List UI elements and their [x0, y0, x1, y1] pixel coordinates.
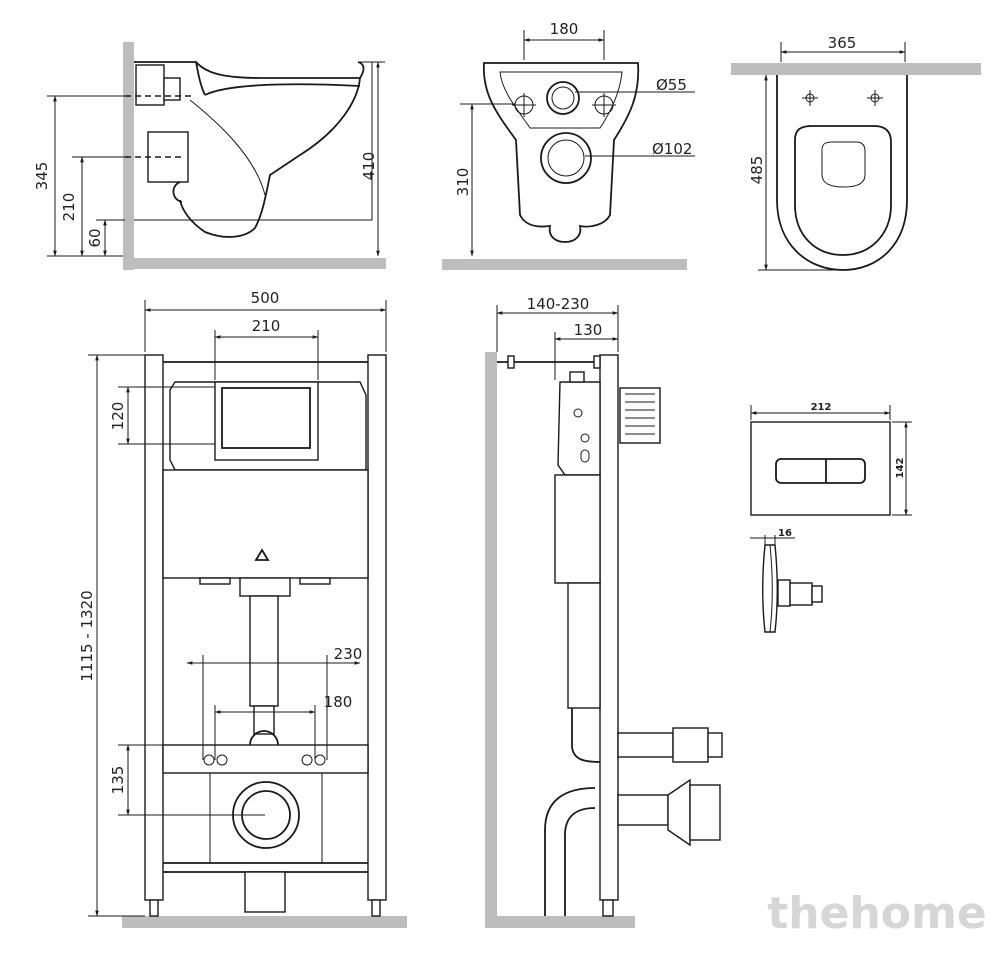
- drain-bend-outer: [544, 787, 596, 916]
- bowl-inner: [189, 99, 266, 196]
- flush-plate-view: 212 142 16: [750, 402, 912, 633]
- dim-365: 365: [828, 34, 857, 52]
- wall-hatch: [123, 42, 134, 270]
- mount-hole-left: [512, 93, 536, 117]
- bowl-top-view: 365 485: [731, 34, 981, 271]
- dim-120: 120: [109, 402, 127, 431]
- dim-500: 500: [251, 289, 280, 307]
- flush-opening: [214, 381, 319, 461]
- inlet-nozzle: [163, 77, 181, 101]
- pipe-bend: [571, 708, 601, 763]
- dim-130: 130: [574, 321, 603, 339]
- side-flush-pipe: [567, 582, 601, 709]
- bowl-top-opening: [821, 141, 866, 188]
- bowl-rear-view: 180 Ø55 Ø102 310: [442, 20, 695, 270]
- stud-3: [301, 754, 313, 766]
- flush-pipe: [249, 595, 279, 707]
- dim-1115-1320: 1115 - 1320: [78, 590, 96, 681]
- dim-310: 310: [454, 168, 472, 197]
- flush-buttons: [775, 458, 866, 484]
- drain-curve: [172, 181, 183, 203]
- bowl-base-line: [134, 62, 373, 221]
- dim-142: 142: [895, 458, 906, 479]
- bowl-rear-inner: [499, 71, 623, 129]
- dim-210-side: 210: [60, 193, 78, 222]
- foot-left: [149, 899, 159, 917]
- drain-connector-side: [617, 794, 669, 826]
- dim-d102: Ø102: [652, 140, 692, 158]
- floor-hatch: [122, 916, 407, 928]
- mount-hole-left-top: [802, 90, 818, 106]
- frame-right-upright: [367, 354, 387, 901]
- dim-230-frame: 230: [334, 645, 363, 663]
- dim-135: 135: [109, 766, 127, 795]
- drain-hole: [540, 132, 592, 184]
- watermark: thehome: [767, 888, 986, 939]
- drain-pipe-bottom: [244, 871, 286, 913]
- frame-front-view: 500 210 120 1115 - 1320 230 180 135: [78, 289, 407, 928]
- bowl-top-outline: [776, 75, 908, 271]
- flush-plate-cutout: [221, 387, 311, 449]
- foot-side: [602, 899, 614, 917]
- dim-345: 345: [33, 162, 51, 191]
- mount-hole-right: [592, 93, 616, 117]
- wall-hatch: [485, 352, 497, 927]
- plate-profile: [762, 544, 778, 633]
- cistern-marker: [254, 548, 270, 561]
- dim-16: 16: [778, 528, 792, 539]
- mount-hole-right-top: [867, 90, 883, 106]
- cistern-side-top: [557, 381, 601, 476]
- drain-frame: [209, 772, 323, 864]
- mounting-crossbar: [162, 744, 369, 774]
- bowl-rim: [204, 83, 361, 96]
- dim-d55: Ø55: [656, 76, 687, 94]
- bowl-top-seat: [794, 125, 892, 256]
- cistern-side-body: [554, 474, 601, 584]
- water-connector: [617, 732, 674, 758]
- drain-bend-inner: [564, 807, 596, 916]
- dim-140-230: 140-230: [527, 295, 590, 313]
- floor-hatch: [123, 258, 386, 269]
- cistern-body: [162, 469, 369, 579]
- flush-box: [619, 387, 661, 444]
- flush-plate: [750, 421, 891, 516]
- dim-410: 410: [360, 152, 378, 181]
- foot-right: [371, 899, 381, 917]
- wall-hatch: [731, 63, 981, 75]
- dim-210-frame: 210: [252, 317, 281, 335]
- floor-hatch: [442, 259, 687, 270]
- floor-hatch: [485, 916, 635, 928]
- water-inlet-hole: [546, 81, 580, 115]
- dim-485: 485: [748, 156, 766, 185]
- water-inlet-block: [135, 64, 165, 106]
- frame-left-upright: [144, 354, 164, 901]
- dim-180-frame: 180: [324, 693, 353, 711]
- plate-actuator: [789, 582, 813, 606]
- stud-1: [203, 754, 215, 766]
- stud-2: [216, 754, 228, 766]
- bowl-outline: [134, 61, 365, 238]
- frame-side-view: 140-230 130: [485, 295, 723, 928]
- dim-212: 212: [811, 402, 832, 413]
- frame-side-upright: [599, 354, 619, 901]
- dim-60: 60: [86, 228, 104, 247]
- cistern-outlet: [239, 577, 291, 597]
- dim-180-top: 180: [550, 20, 579, 38]
- bowl-side-view: 345 210 60 410: [33, 42, 386, 270]
- bowl-rear-outline: [483, 62, 640, 243]
